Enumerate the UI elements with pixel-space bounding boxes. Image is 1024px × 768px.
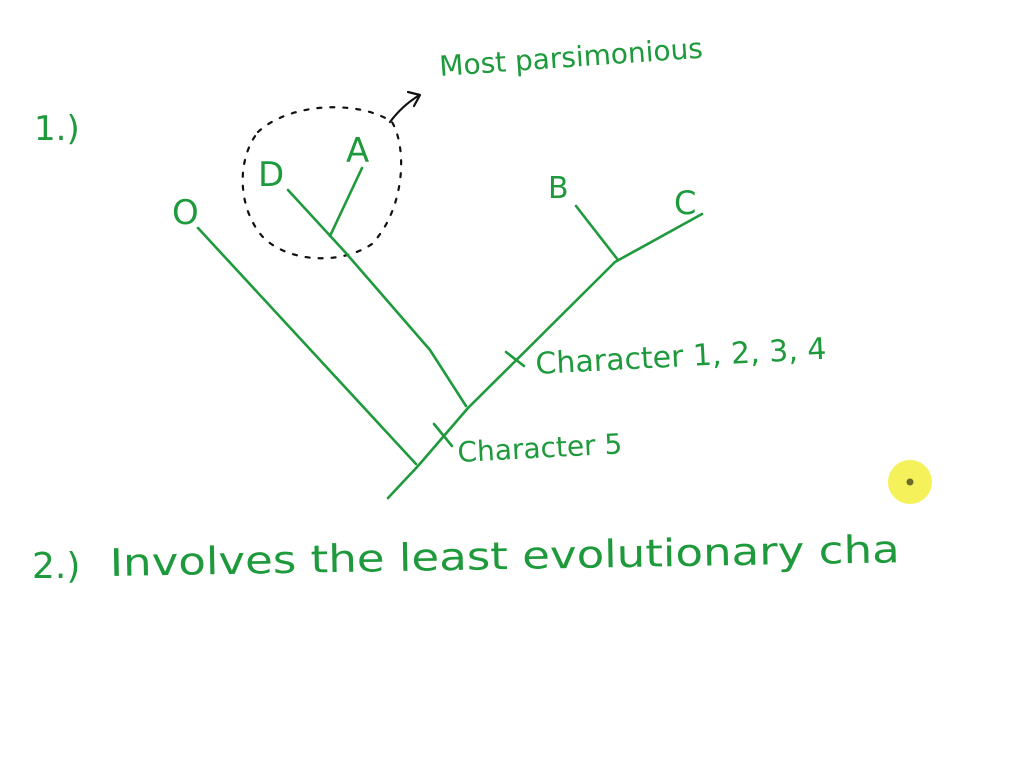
character-5-label: Character 5 — [457, 427, 623, 469]
most-parsimonious-label: Most parsimonious — [438, 32, 704, 83]
character-1-4-label: Character 1, 2, 3, 4 — [535, 332, 828, 382]
pointer-arrow-line — [388, 94, 420, 124]
pen-pointer-dot — [906, 478, 914, 486]
branch-o — [196, 226, 418, 466]
parsimonious-circle — [241, 106, 403, 260]
branch-b — [574, 204, 620, 262]
main-trunk-branch — [386, 212, 704, 500]
part-2-label: 2.) — [32, 546, 80, 587]
branch-a — [328, 166, 364, 238]
tick-character-5 — [432, 422, 454, 448]
taxon-c-label: C — [674, 184, 696, 222]
taxon-b-label: B — [548, 171, 569, 206]
taxon-d-label: D — [258, 155, 284, 195]
tick-character-1-4 — [504, 350, 526, 368]
answer-2-text: Involves the least evolutionary cha — [109, 527, 900, 585]
taxon-a-label: A — [346, 131, 369, 171]
branch-d — [286, 188, 468, 408]
pointer-arrowhead — [406, 90, 422, 108]
part-1-label: 1.) — [34, 109, 80, 149]
taxon-o-label: O — [172, 193, 199, 233]
